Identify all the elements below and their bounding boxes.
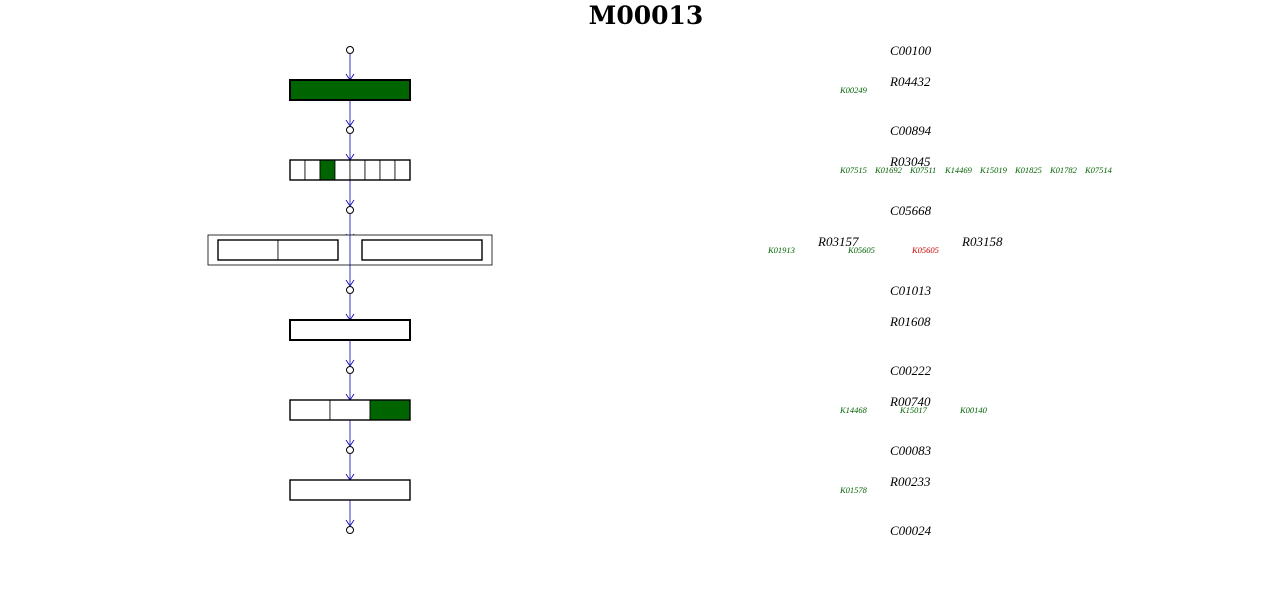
ortholog-label: K15017	[899, 405, 928, 415]
ortholog-label: K01782	[1049, 165, 1078, 175]
ortholog-label: K15019	[979, 165, 1008, 175]
enzyme-subunit-cell	[329, 399, 371, 421]
reaction-label: R03045	[889, 154, 931, 169]
compound-label: C00083	[890, 443, 932, 458]
reaction-label: R04432	[889, 74, 931, 89]
compound-label: C00024	[890, 523, 932, 538]
compound-node	[346, 46, 354, 54]
module-title: M00013	[589, 1, 704, 30]
enzyme-subunit-cell	[334, 159, 351, 181]
enzyme-subunit-cell	[364, 159, 381, 181]
ortholog-label: K05605	[911, 245, 939, 255]
ortholog-label: K00140	[959, 405, 988, 415]
enzyme-subunit-cell	[361, 239, 483, 261]
compound-node	[346, 126, 354, 134]
ortholog-label: K07511	[909, 165, 936, 175]
enzyme-subunit-cell	[289, 79, 411, 101]
compound-label: C00894	[890, 123, 932, 138]
enzyme-subunit-cell	[304, 159, 321, 181]
ortholog-label: K01578	[839, 485, 868, 495]
ortholog-label: K01692	[874, 165, 903, 175]
enzyme-box-outline	[289, 399, 411, 421]
compound-label: C05668	[890, 203, 932, 218]
reaction-label: R00740	[889, 394, 931, 409]
enzyme-subunit-cell	[289, 319, 411, 341]
enzyme-subunit-cell	[289, 479, 411, 501]
enzyme-subunit-cell	[369, 399, 411, 421]
ortholog-label: K07514	[1084, 165, 1113, 175]
enzyme-subunit-cell	[289, 399, 331, 421]
ortholog-label: K01913	[767, 245, 795, 255]
compound-node	[346, 286, 354, 294]
reaction-label: R00233	[889, 474, 931, 489]
reaction-label: R03157	[817, 234, 859, 249]
enzyme-subunit-cell	[289, 159, 306, 181]
reaction-label: R01608	[889, 314, 931, 329]
compound-label: C00100	[890, 43, 932, 58]
reaction-label: R03158	[961, 234, 1003, 249]
enzyme-subunit-cell	[277, 239, 339, 261]
step-arrow-out-head	[345, 359, 355, 367]
ortholog-label: K00249	[839, 85, 868, 95]
ortholog-label: K14468	[839, 405, 868, 415]
compound-node	[346, 366, 354, 374]
enzyme-box-outline	[289, 319, 411, 341]
enzyme-box-outline	[289, 79, 411, 101]
pathway-labels: C00100C00894C05668C01013C00222C00083C000…	[767, 43, 1113, 538]
step-arrow-out-head	[345, 519, 355, 527]
enzyme-subunit-cell	[217, 239, 279, 261]
enzyme-box-outline	[289, 479, 411, 501]
enzyme-subunit-cell	[349, 159, 366, 181]
step-arrow-out-head	[345, 119, 355, 127]
pathway-graphic	[207, 46, 493, 534]
ortholog-label: K05605	[847, 245, 875, 255]
enzyme-box-outline	[361, 239, 483, 261]
ortholog-label: K14469	[944, 165, 973, 175]
ortholog-label: K01825	[1014, 165, 1042, 175]
step-arrow-out-head	[345, 199, 355, 207]
compound-label: C00222	[890, 363, 932, 378]
enzyme-box-outline	[217, 239, 339, 261]
compound-node	[346, 526, 354, 534]
ortholog-label: K07515	[839, 165, 867, 175]
compound-node	[346, 446, 354, 454]
enzyme-box-outline	[289, 159, 411, 181]
compound-label: C01013	[890, 283, 932, 298]
enzyme-subunit-cell	[379, 159, 396, 181]
enzyme-subunit-cell	[394, 159, 411, 181]
step-arrow-out-head	[345, 439, 355, 447]
step-arrow-out-head	[345, 279, 355, 287]
compound-node	[346, 206, 354, 214]
enzyme-subunit-cell	[319, 159, 336, 181]
